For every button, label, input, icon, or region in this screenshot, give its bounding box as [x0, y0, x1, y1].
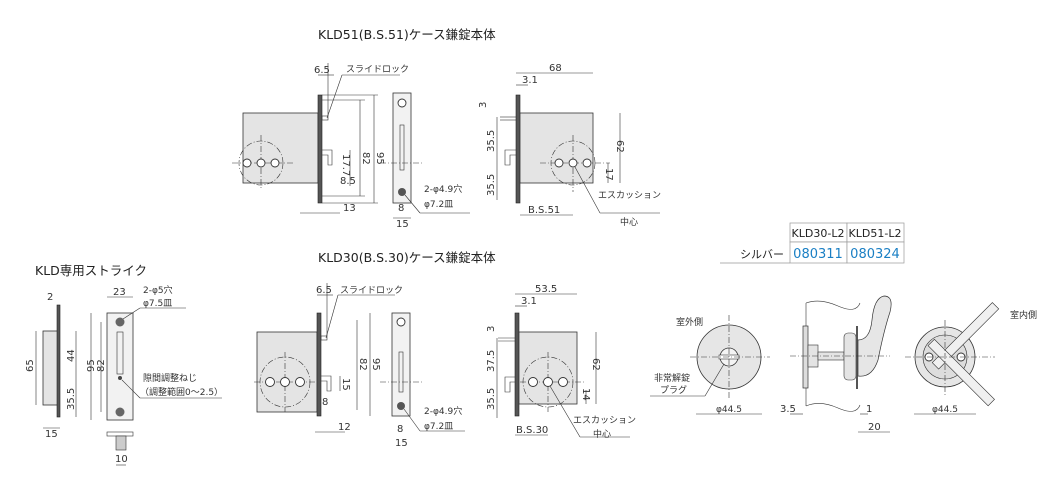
dim-6-5-b: 6.5 — [316, 285, 332, 296]
kld30-front-plate — [380, 312, 465, 432]
kld30-top-view — [496, 293, 630, 438]
dim-37-5: 37.5 — [486, 350, 497, 372]
kld30-title: KLD30(B.S.30)ケース鎌錠本体 — [318, 250, 496, 265]
dim-15-b: 15 — [340, 378, 351, 391]
dim-3: 3 — [478, 102, 489, 108]
strike-side-view — [35, 304, 77, 429]
dim-3-b: 3 — [486, 326, 497, 332]
strike-countersink-spec: φ7.5皿 — [143, 299, 172, 309]
center-label-b: 中心 — [593, 428, 611, 440]
outside-label: 室外側 — [676, 316, 703, 328]
slide-lock-label: スライドロック — [346, 64, 409, 75]
outside-diameter: φ44.5 — [716, 405, 742, 415]
plug-label: プラグ — [660, 384, 687, 396]
backset-label: B.S.51 — [528, 205, 560, 216]
dim-3-1-b: 3.1 — [521, 296, 537, 307]
product-code-kld51: 080324 — [850, 247, 900, 262]
strike-dim-2: 2 — [47, 292, 53, 303]
dim-8-b: 8 — [322, 397, 328, 408]
dim-53-5: 53.5 — [535, 284, 557, 295]
slide-lock-label-b: スライドロック — [340, 285, 403, 296]
product-code-kld30: 080311 — [793, 247, 843, 262]
inside-escutcheon — [905, 302, 1000, 415]
dim-95: 95 — [374, 152, 385, 165]
escutcheon-side-view — [790, 295, 892, 433]
strike-dim-35-5: 35.5 — [66, 388, 77, 410]
strike-dim-95: 95 — [86, 359, 97, 372]
kld51-top-view — [496, 72, 660, 216]
dim-3-5: 3.5 — [780, 404, 796, 415]
dim-8: 8 — [398, 203, 404, 214]
dim-95-b: 95 — [370, 358, 381, 371]
strike-dim-23: 23 — [113, 287, 126, 298]
inside-diameter: φ44.5 — [932, 405, 958, 415]
kld51-title: KLD51(B.S.51)ケース鎌錠本体 — [318, 27, 496, 42]
strike-dim-10: 10 — [115, 454, 128, 465]
kld30-side-view — [254, 283, 395, 433]
strike-dim-65: 65 — [25, 359, 36, 372]
dim-62-b: 62 — [590, 358, 601, 371]
dim-62: 62 — [614, 140, 625, 153]
center-label: 中心 — [620, 216, 638, 228]
table-header-kld30: KLD30-L2 — [792, 227, 845, 240]
hole-spec-b: 2-φ4.9穴 — [424, 405, 462, 417]
dim-14: 14 — [580, 388, 591, 401]
table-row-label: シルバー — [740, 248, 784, 261]
outside-escutcheon — [650, 315, 770, 415]
escutcheon-label: エスカッション — [598, 190, 661, 201]
strike-title: KLD専用ストライク — [35, 263, 147, 278]
gap-screw-label: 隙間調整ねじ — [143, 372, 197, 384]
strike-front-view — [90, 296, 222, 466]
dim-82-b: 82 — [357, 358, 368, 371]
dim-35-5-lower: 35.5 — [486, 174, 497, 196]
strike-hole-spec: 2-φ5穴 — [143, 284, 173, 296]
inside-label: 室内側 — [1010, 309, 1037, 321]
strike-dim-44: 44 — [66, 349, 77, 362]
dim-35-5-c: 35.5 — [486, 388, 497, 410]
dim-3-1: 3.1 — [522, 75, 538, 86]
dim-1: 1 — [866, 404, 872, 415]
kld51-side-view — [232, 63, 400, 214]
escutcheon-label-b: エスカッション — [573, 415, 636, 426]
strike-dim-82: 82 — [96, 359, 107, 372]
countersink-spec: φ7.2皿 — [424, 200, 453, 210]
dim-15-c: 15 — [395, 438, 408, 449]
dim-8-5: 8.5 — [340, 176, 356, 187]
dim-20: 20 — [868, 422, 881, 433]
adjust-range-label: （調整範囲0〜2.5） — [140, 386, 223, 398]
dim-6-5: 6.5 — [314, 65, 330, 76]
strike-dim-15: 15 — [45, 429, 58, 440]
dim-15: 15 — [396, 219, 409, 230]
kld51-front-plate — [380, 92, 470, 219]
hole-spec: 2-φ4.9穴 — [424, 183, 462, 195]
countersink-spec-b: φ7.2皿 — [424, 422, 453, 432]
dim-8-c: 8 — [397, 424, 403, 435]
product-code-table: KLD30-L2 KLD51-L2 シルバー 080311 080324 — [720, 222, 905, 264]
table-header-kld51: KLD51-L2 — [849, 227, 902, 240]
dim-13: 13 — [343, 203, 356, 214]
dim-35-5-upper: 35.5 — [486, 130, 497, 152]
dim-82: 82 — [360, 152, 371, 165]
backset-label-b: B.S.30 — [516, 425, 548, 436]
dim-12: 12 — [338, 422, 351, 433]
dim-17: 17 — [603, 168, 614, 181]
dim-17-7: 17.7 — [340, 154, 351, 176]
emergency-release-label: 非常解錠 — [654, 372, 690, 384]
dim-68: 68 — [549, 63, 562, 74]
